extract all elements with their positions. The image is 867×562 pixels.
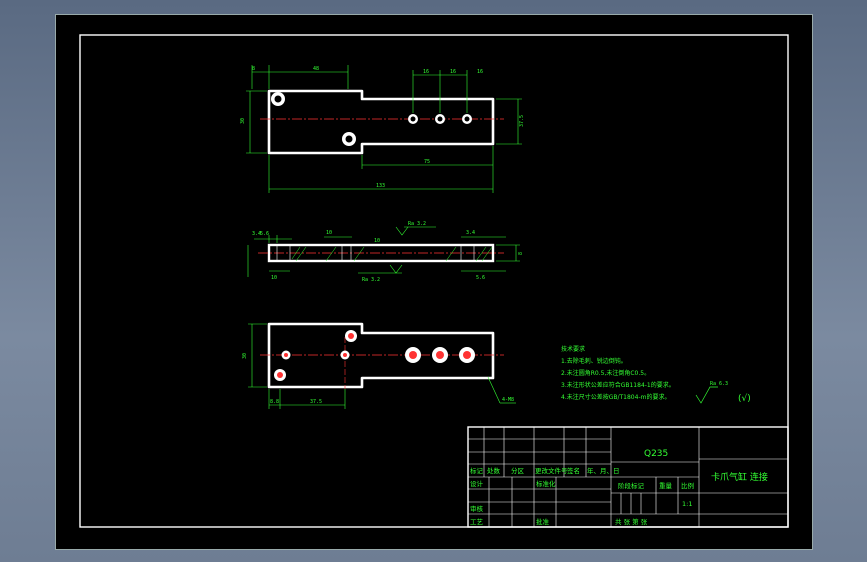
tb-header: 处数	[487, 466, 501, 475]
tb-header: 分区	[511, 466, 525, 475]
dim-top-left: 8	[252, 66, 255, 72]
bottom-view-outline	[267, 322, 495, 389]
dim-thickness: 8	[518, 252, 524, 255]
dim-bottom-left: 8.8	[270, 399, 279, 405]
dim-total: 133	[376, 183, 385, 189]
part-name: 卡爪气缸 连接	[711, 471, 768, 483]
tb-role-approve: 批准	[536, 517, 550, 526]
dim-height: 30	[240, 118, 246, 124]
tb-header: 签名	[567, 466, 580, 475]
tb-role-design: 设计	[470, 479, 484, 488]
tech-req-item: 3.未注形状公差应符合GB1184-1的要求。	[561, 381, 675, 389]
bottom-view: 30 8.8 37.5 4-M8	[242, 322, 516, 409]
tech-req-title: 技术要求	[561, 345, 585, 353]
title-block: Q235 卡爪气缸 连接 标记 处数 分区 更改文件号 签名 年、月、日 设计 …	[467, 426, 789, 528]
tb-scale-label: 比例	[681, 481, 694, 490]
dim-sec-right-a: 10	[374, 238, 380, 244]
roughness-top: Ra 3.2	[408, 221, 426, 227]
roughness-paren: (√)	[738, 393, 751, 404]
material-label: Q235	[644, 449, 668, 459]
roughness-bottom: Ra 3.2	[362, 277, 380, 283]
dim-pitch-1: 16	[423, 69, 429, 75]
top-view: 8 48 16 16 16 30 37.5 75 133	[240, 65, 525, 193]
dim-sec-bottom: 10	[271, 275, 277, 281]
dim-bottom-height: 30	[242, 353, 248, 359]
section-outline	[267, 243, 495, 263]
dim-slot: 75	[424, 159, 430, 165]
dim-top-width: 48	[313, 66, 319, 72]
dim-sec-right-c: 5.6	[476, 275, 485, 281]
tb-role-standard: 标准化	[536, 479, 556, 488]
tb-scale: 1:1	[682, 500, 692, 508]
technical-requirements: 技术要求 1.去除毛刺、锐边倒钝。 2.未注圆角R0.5,未注倒角C0.5。 3…	[561, 345, 675, 401]
dim-pitch-2: 16	[450, 69, 456, 75]
tech-req-item: 1.去除毛刺、锐边倒钝。	[561, 357, 627, 365]
tech-req-item: 4.未注尺寸公差按GB/T1804-m的要求。	[561, 393, 670, 401]
dim-sec-right-b: 3.4	[466, 230, 475, 236]
cad-drawing: 8 48 16 16 16 30 37.5 75 133	[79, 34, 789, 528]
dim-callout: 4-M8	[502, 397, 514, 403]
dim-bottom-mid: 37.5	[310, 399, 322, 405]
dim-neck: 37.5	[519, 115, 525, 127]
roughness-label: Ra 6.3	[710, 381, 728, 387]
dim-sec-left-a: 3.4	[252, 231, 261, 237]
dim-sec-mid: 10	[326, 230, 332, 236]
tb-header: 年、月、日	[587, 466, 620, 475]
tb-stage-mark: 阶段标记	[618, 481, 645, 490]
tb-role-process: 工艺	[470, 518, 484, 526]
top-view-outline	[267, 89, 495, 155]
tb-weight: 重量	[659, 482, 673, 490]
dim-sec-left-b: 5.6	[260, 231, 269, 237]
tb-role-review: 审核	[470, 504, 484, 513]
tb-header: 标记	[470, 466, 484, 475]
tb-sheets: 共 张 第 张	[615, 517, 648, 526]
section-view: 3.4 5.6 10 10 3.4 5.6 10 8 Ra 3.2 Ra 3.2	[247, 221, 524, 283]
tech-req-item: 2.未注圆角R0.5,未注倒角C0.5。	[561, 369, 650, 377]
drawing-sheet: 8 48 16 16 16 30 37.5 75 133	[55, 14, 813, 550]
drawing-frame	[79, 34, 789, 528]
tb-header: 更改文件号	[535, 466, 568, 475]
surface-roughness-symbol: Ra 6.3 (√)	[695, 381, 751, 404]
dim-pitch-3: 16	[477, 69, 483, 75]
